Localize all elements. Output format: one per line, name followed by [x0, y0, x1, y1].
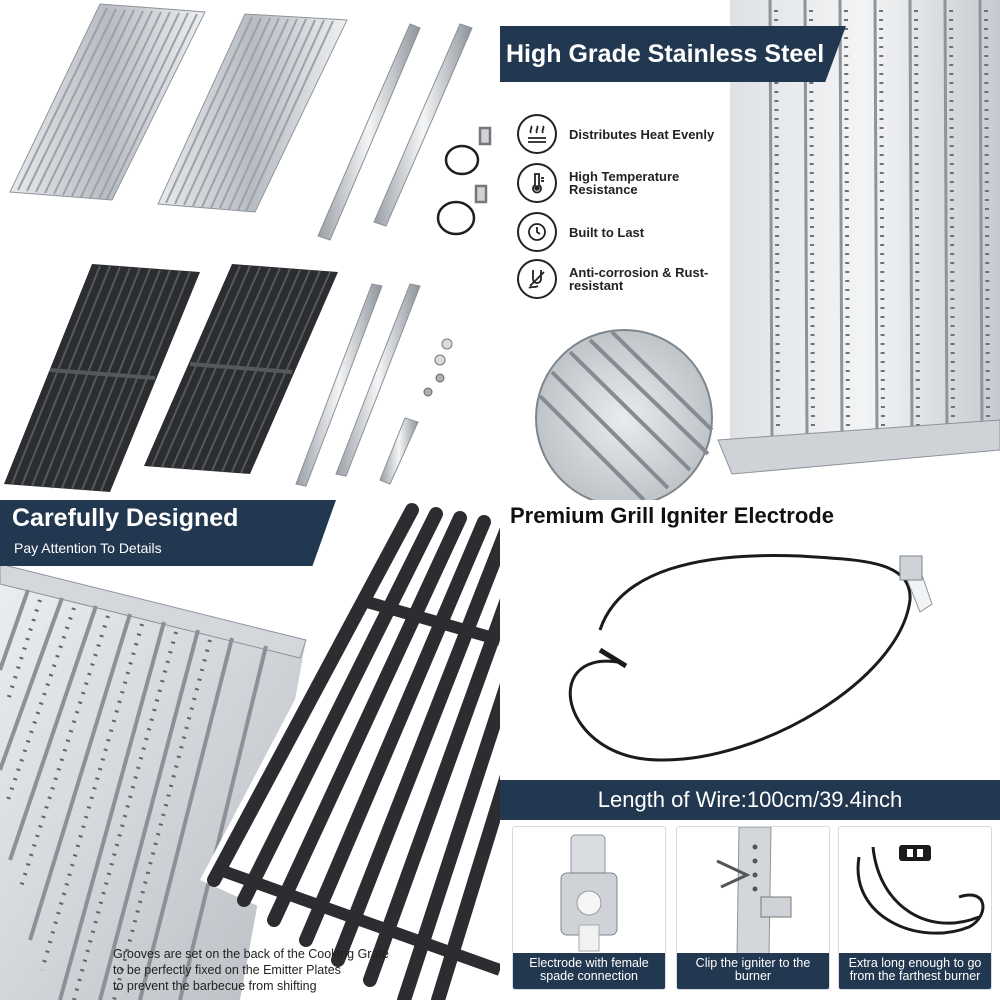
igniter-wire-loop — [568, 554, 933, 762]
cooking-grate-1 — [4, 264, 200, 492]
thermometer-icon — [517, 163, 557, 203]
card-label: Extra long enough to go from the farthes… — [839, 953, 991, 989]
feature-durability: Built to Last — [517, 212, 739, 252]
caption-line: to be perfectly fixed on the Emitter Pla… — [113, 963, 341, 977]
card-label: Electrode with female spade connection — [513, 953, 665, 989]
igniter-card-length: Extra long enough to go from the farthes… — [838, 826, 992, 990]
screws-and-bracket — [379, 338, 453, 485]
emitter-plate-1 — [9, 3, 206, 201]
feature-heat: Distributes Heat Evenly — [517, 114, 739, 154]
design-title: Carefully Designed — [12, 504, 239, 532]
feature-corrosion: Anti-corrosion & Rust-resistant — [517, 259, 739, 299]
design-subtitle: Pay Attention To Details — [14, 540, 162, 556]
igniter-card-clip: Clip the igniter to the burner — [676, 826, 830, 990]
heat-waves-icon — [517, 114, 557, 154]
design-title-banner: Carefully Designed Pay Attention To Deta… — [0, 500, 336, 566]
emitter-plate-2 — [157, 13, 348, 213]
caption-line: Grooves are set on the back of the Cooki… — [113, 947, 389, 961]
feature-heat-label: Distributes Heat Evenly — [569, 126, 715, 142]
caption-line: to prevent the barbecue from shifting — [113, 979, 317, 993]
card-label: Clip the igniter to the burner — [677, 953, 829, 989]
steel-title-banner: High Grade Stainless Steel — [500, 26, 846, 82]
clip-burner-image — [677, 827, 829, 955]
feature-durability-label: Built to Last — [569, 224, 645, 240]
feature-temperature: High Temperature Resistance — [517, 163, 739, 203]
burner-tubes — [295, 283, 421, 487]
feature-corrosion-label: Anti-corrosion & Rust-resistant — [569, 265, 709, 293]
clock-icon — [517, 212, 557, 252]
design-detail-panel — [0, 500, 500, 1000]
long-wire-image — [839, 827, 991, 955]
anti-corrosion-icon — [517, 259, 557, 299]
wire-length-band: Length of Wire:100cm/39.4inch — [500, 780, 1000, 820]
igniter-wires — [436, 126, 492, 236]
cast-iron-grate-closeup — [200, 500, 500, 1000]
grate-detail-zoom — [535, 329, 714, 500]
spade-connection-image — [513, 827, 665, 955]
igniter-title: Premium Grill Igniter Electrode — [510, 503, 834, 528]
feature-temperature-label: High Temperature Resistance — [569, 169, 680, 197]
parts-kit-panel — [0, 0, 500, 500]
grooves-caption: Grooves are set on the back of the Cooki… — [113, 946, 413, 994]
cooking-grate-2 — [144, 264, 338, 474]
crossover-tubes — [317, 23, 473, 241]
igniter-card-spade: Electrode with female spade connection — [512, 826, 666, 990]
